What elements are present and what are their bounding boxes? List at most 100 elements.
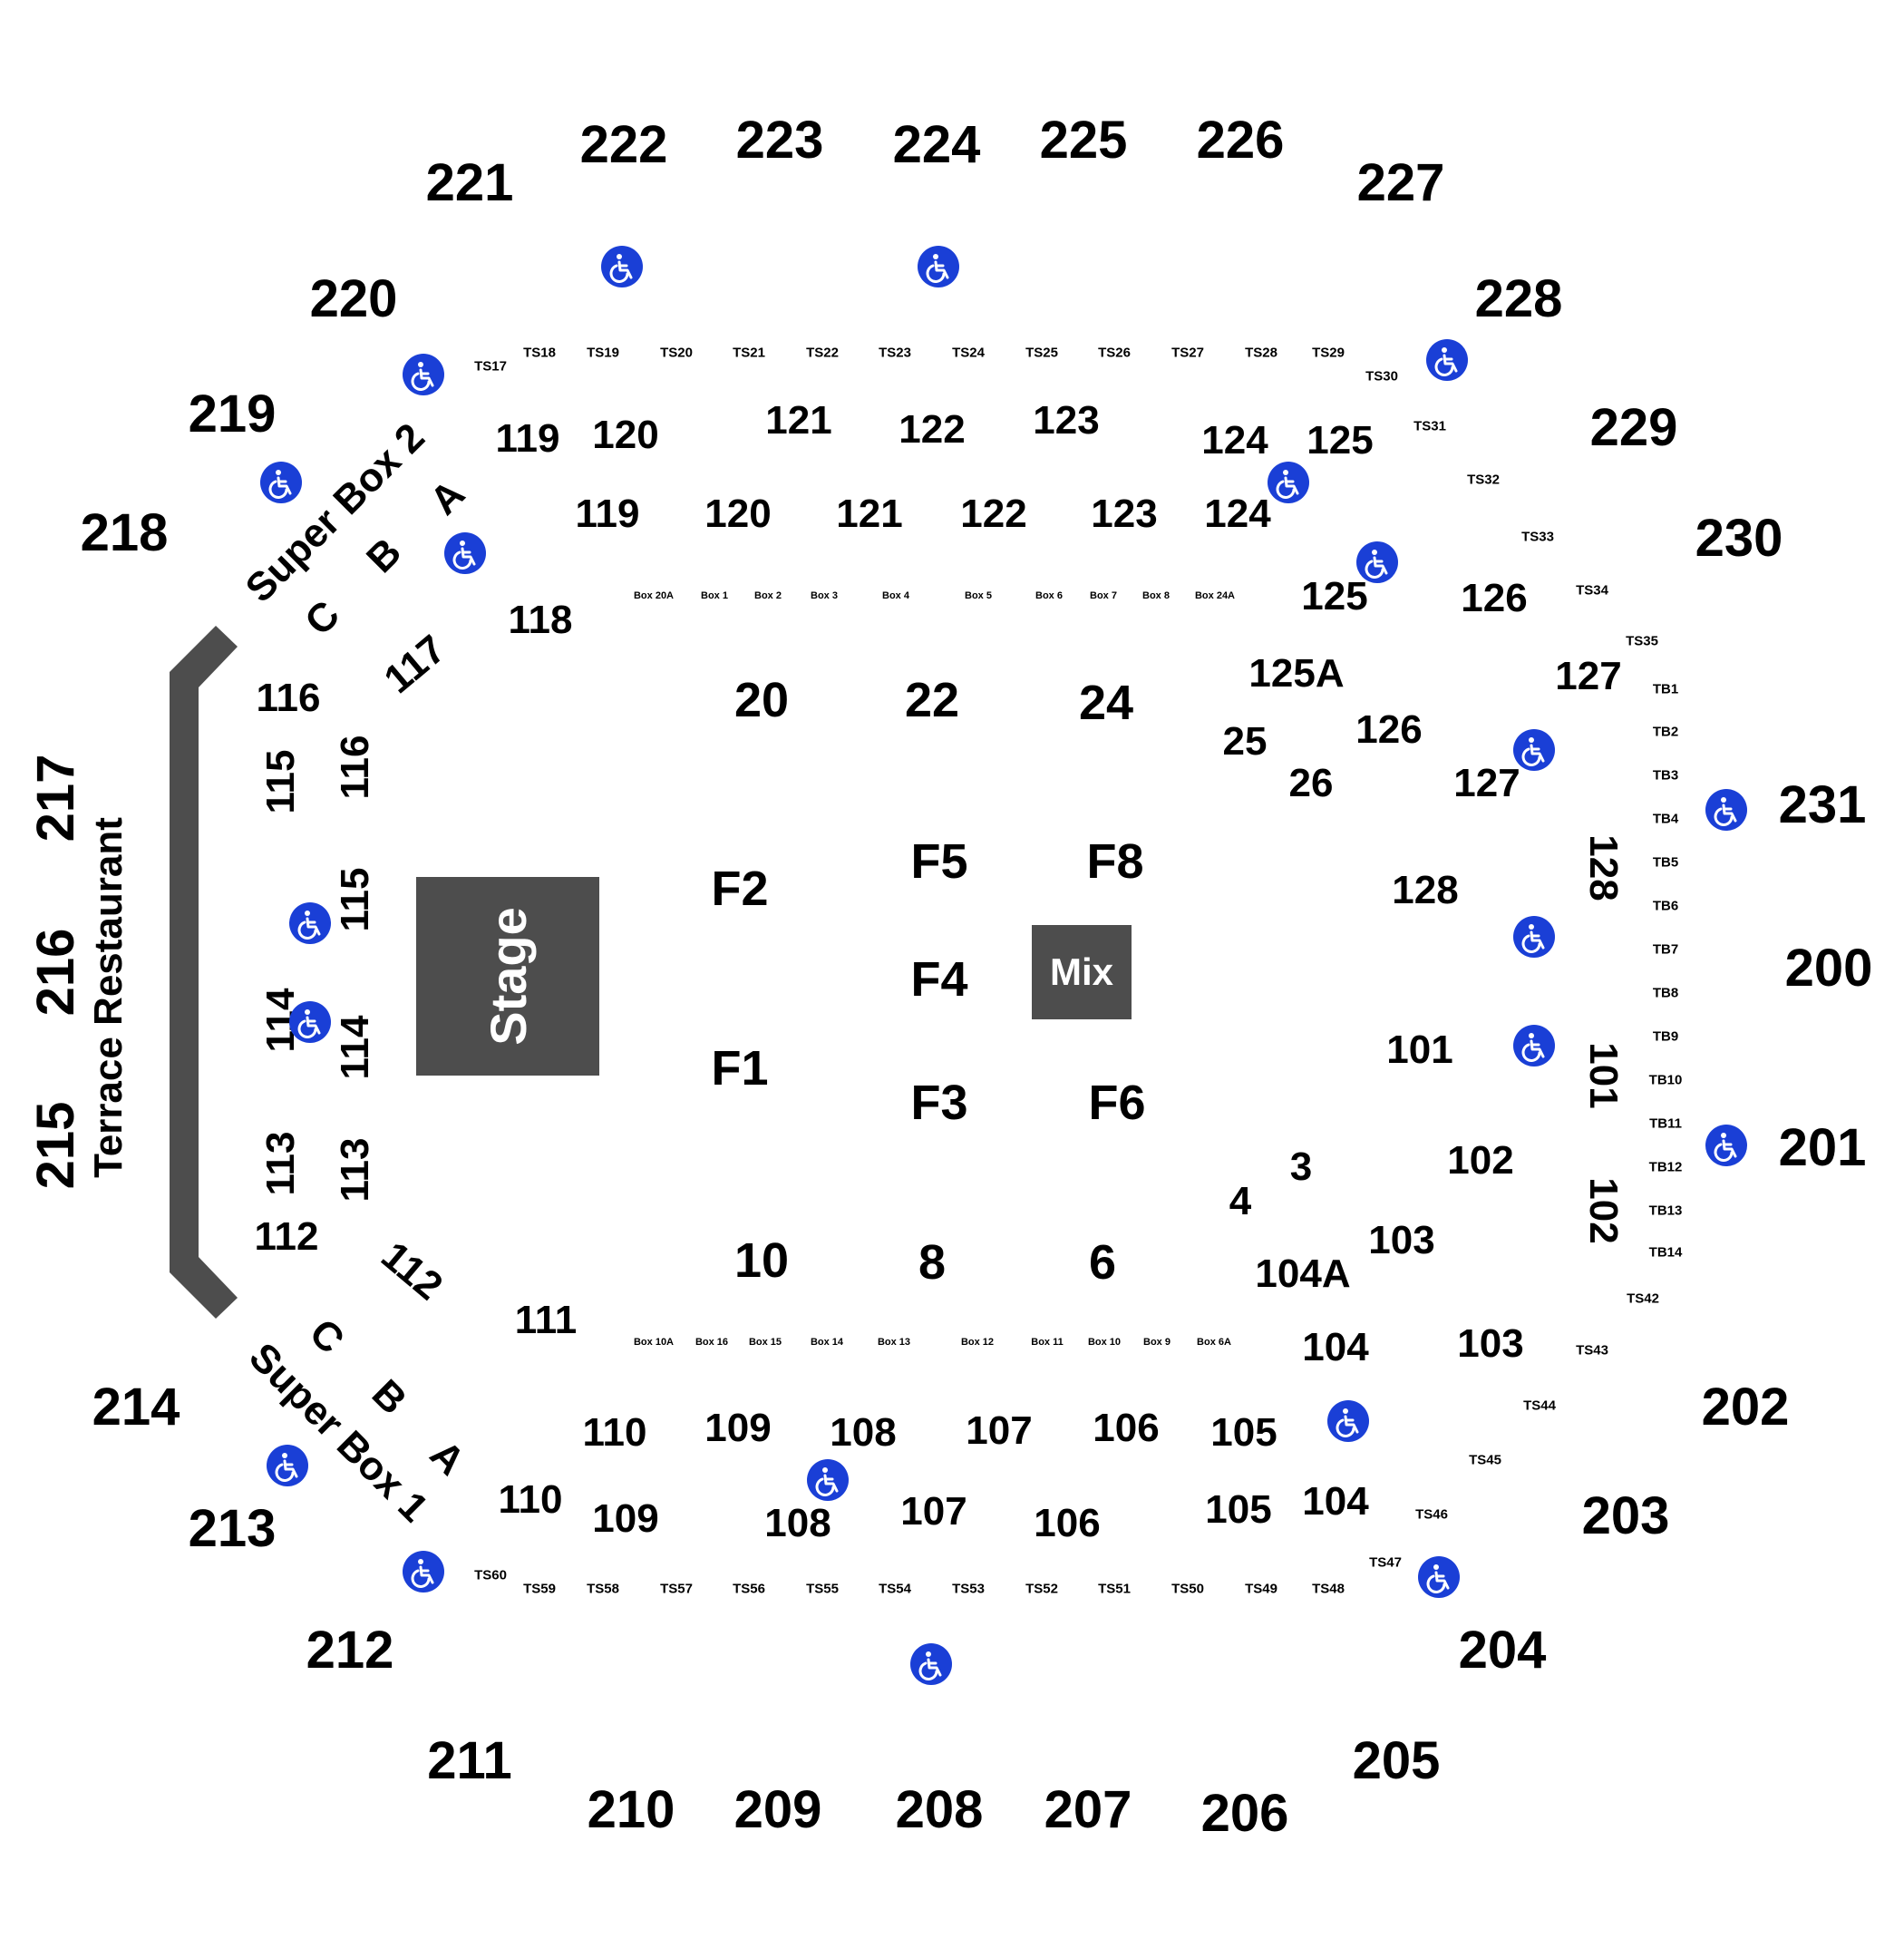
suite-ts35[interactable]: TS35 <box>1626 633 1658 649</box>
suite-ts42[interactable]: TS42 <box>1627 1291 1659 1307</box>
suite-tb3[interactable]: TB3 <box>1652 767 1679 784</box>
suite-ts23[interactable]: TS23 <box>879 345 911 361</box>
section-123[interactable]: 123 <box>1033 398 1100 443</box>
section-3[interactable]: 3 <box>1289 1144 1313 1189</box>
box-box-10[interactable]: Box 10 <box>1087 1337 1122 1349</box>
section-128[interactable]: 128 <box>1392 868 1459 912</box>
section-108[interactable]: 108 <box>764 1501 831 1545</box>
section-115[interactable]: 115 <box>258 749 303 814</box>
section-109[interactable]: 109 <box>592 1496 659 1541</box>
section-122[interactable]: 122 <box>960 492 1027 536</box>
section-107[interactable]: 107 <box>966 1408 1033 1453</box>
section-226[interactable]: 226 <box>1196 111 1285 170</box>
section-120[interactable]: 120 <box>704 492 772 536</box>
section-200[interactable]: 200 <box>1784 939 1873 998</box>
section-106[interactable]: 106 <box>1093 1406 1160 1450</box>
suite-tb5[interactable]: TB5 <box>1652 854 1679 871</box>
section-121[interactable]: 121 <box>836 492 903 536</box>
suite-tb4[interactable]: TB4 <box>1652 811 1679 827</box>
suite-ts60[interactable]: TS60 <box>474 1567 507 1583</box>
suite-ts54[interactable]: TS54 <box>879 1581 911 1597</box>
section-225[interactable]: 225 <box>1039 111 1128 170</box>
box-box-24a[interactable]: Box 24A <box>1194 590 1236 602</box>
suite-ts56[interactable]: TS56 <box>733 1581 765 1597</box>
box-box-3[interactable]: Box 3 <box>811 590 838 602</box>
floor-section-f5[interactable]: F5 <box>910 834 968 889</box>
section-109[interactable]: 109 <box>704 1406 772 1450</box>
section-110[interactable]: 110 <box>582 1410 647 1455</box>
section-102[interactable]: 102 <box>1581 1177 1626 1244</box>
suite-ts49[interactable]: TS49 <box>1245 1581 1277 1597</box>
floor-section-6[interactable]: 6 <box>1088 1235 1117 1290</box>
suite-ts50[interactable]: TS50 <box>1171 1581 1204 1597</box>
section-205[interactable]: 205 <box>1352 1731 1441 1790</box>
suite-ts58[interactable]: TS58 <box>587 1581 619 1597</box>
section-103[interactable]: 103 <box>1368 1218 1435 1262</box>
section-217[interactable]: 217 <box>26 754 85 843</box>
section-116[interactable]: 116 <box>256 676 321 720</box>
section-101[interactable]: 101 <box>1386 1028 1453 1072</box>
section-212[interactable]: 212 <box>306 1621 394 1680</box>
section-228[interactable]: 228 <box>1474 269 1563 328</box>
section-213[interactable]: 213 <box>188 1499 277 1558</box>
section-103[interactable]: 103 <box>1457 1321 1524 1366</box>
suite-ts26[interactable]: TS26 <box>1098 345 1131 361</box>
section-216[interactable]: 216 <box>26 928 85 1017</box>
section-102[interactable]: 102 <box>1447 1138 1514 1183</box>
section-113[interactable]: 113 <box>258 1131 303 1196</box>
floor-section-20[interactable]: 20 <box>733 673 790 727</box>
section-108[interactable]: 108 <box>830 1410 897 1455</box>
suite-ts30[interactable]: TS30 <box>1365 368 1398 385</box>
section-104a[interactable]: 104A <box>1255 1252 1351 1296</box>
suite-ts22[interactable]: TS22 <box>806 345 839 361</box>
section-230[interactable]: 230 <box>1695 509 1783 568</box>
section-121[interactable]: 121 <box>765 398 832 443</box>
section-123[interactable]: 123 <box>1091 492 1158 536</box>
box-box-9[interactable]: Box 9 <box>1143 1337 1171 1349</box>
section-111[interactable]: 111 <box>514 1298 578 1342</box>
suite-ts18[interactable]: TS18 <box>523 345 556 361</box>
suite-ts21[interactable]: TS21 <box>733 345 765 361</box>
floor-section-f4[interactable]: F4 <box>910 952 968 1007</box>
floor-section-22[interactable]: 22 <box>904 673 960 727</box>
suite-ts19[interactable]: TS19 <box>587 345 619 361</box>
suite-ts45[interactable]: TS45 <box>1469 1452 1501 1468</box>
suite-tb9[interactable]: TB9 <box>1652 1028 1679 1045</box>
section-206[interactable]: 206 <box>1200 1784 1289 1843</box>
section-125[interactable]: 125 <box>1301 574 1368 618</box>
section-113[interactable]: 113 <box>333 1137 377 1203</box>
suite-ts27[interactable]: TS27 <box>1171 345 1204 361</box>
section-204[interactable]: 204 <box>1458 1621 1547 1680</box>
section-202[interactable]: 202 <box>1701 1378 1790 1437</box>
box-box-16[interactable]: Box 16 <box>695 1337 729 1349</box>
section-224[interactable]: 224 <box>892 115 981 174</box>
section-127[interactable]: 127 <box>1453 761 1520 805</box>
section-223[interactable]: 223 <box>735 111 824 170</box>
suite-ts59[interactable]: TS59 <box>523 1581 556 1597</box>
section-25[interactable]: 25 <box>1222 719 1268 764</box>
suite-tb6[interactable]: TB6 <box>1652 898 1679 914</box>
floor-section-f8[interactable]: F8 <box>1086 834 1144 889</box>
suite-ts46[interactable]: TS46 <box>1415 1506 1448 1523</box>
suite-ts53[interactable]: TS53 <box>952 1581 985 1597</box>
section-215[interactable]: 215 <box>26 1101 85 1190</box>
suite-ts17[interactable]: TS17 <box>474 358 507 375</box>
section-127[interactable]: 127 <box>1555 654 1622 698</box>
section-203[interactable]: 203 <box>1581 1486 1670 1545</box>
box-box-5[interactable]: Box 5 <box>965 590 992 602</box>
section-116[interactable]: 116 <box>333 735 377 800</box>
suite-ts29[interactable]: TS29 <box>1312 345 1345 361</box>
box-box-14[interactable]: Box 14 <box>810 1337 844 1349</box>
section-211[interactable]: 211 <box>427 1731 512 1790</box>
suite-tb1[interactable]: TB1 <box>1652 681 1679 697</box>
suite-ts44[interactable]: TS44 <box>1523 1398 1556 1414</box>
section-4[interactable]: 4 <box>1229 1179 1252 1223</box>
suite-ts47[interactable]: TS47 <box>1369 1554 1402 1571</box>
floor-section-24[interactable]: 24 <box>1078 676 1134 730</box>
suite-tb7[interactable]: TB7 <box>1652 941 1679 958</box>
section-106[interactable]: 106 <box>1034 1501 1101 1545</box>
box-box-12[interactable]: Box 12 <box>960 1337 995 1349</box>
suite-ts20[interactable]: TS20 <box>660 345 693 361</box>
suite-ts43[interactable]: TS43 <box>1576 1342 1608 1359</box>
section-125[interactable]: 125 <box>1307 418 1374 463</box>
